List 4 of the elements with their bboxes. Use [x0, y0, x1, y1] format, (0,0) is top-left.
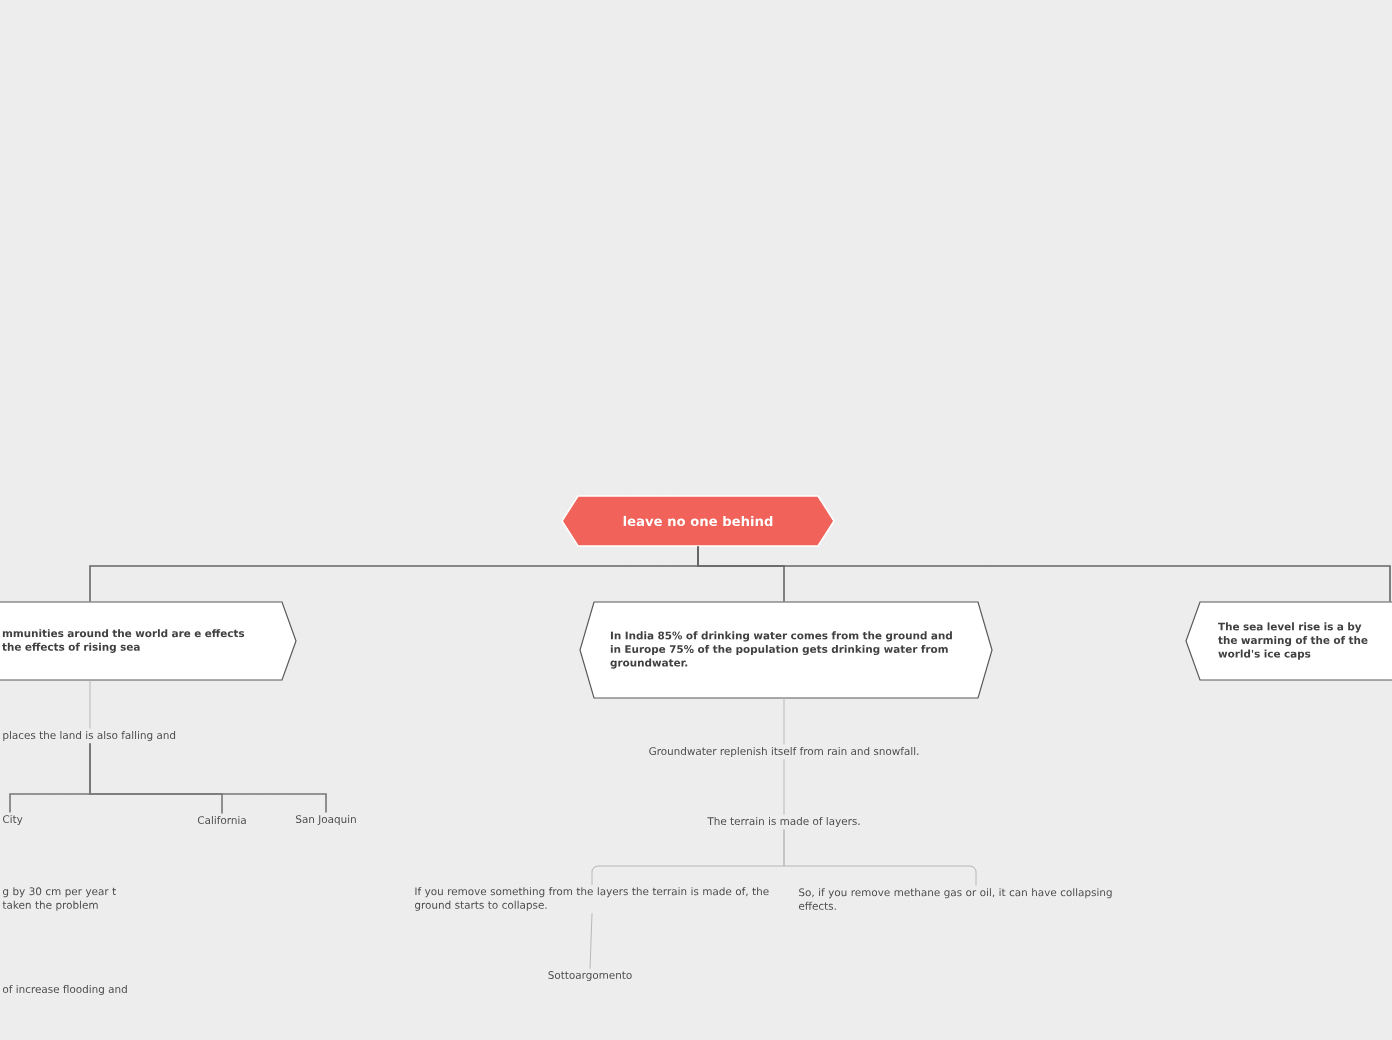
connector-line — [89, 742, 327, 814]
connector-line — [697, 545, 1391, 603]
connector-line — [589, 912, 593, 970]
connector-line — [783, 828, 977, 887]
